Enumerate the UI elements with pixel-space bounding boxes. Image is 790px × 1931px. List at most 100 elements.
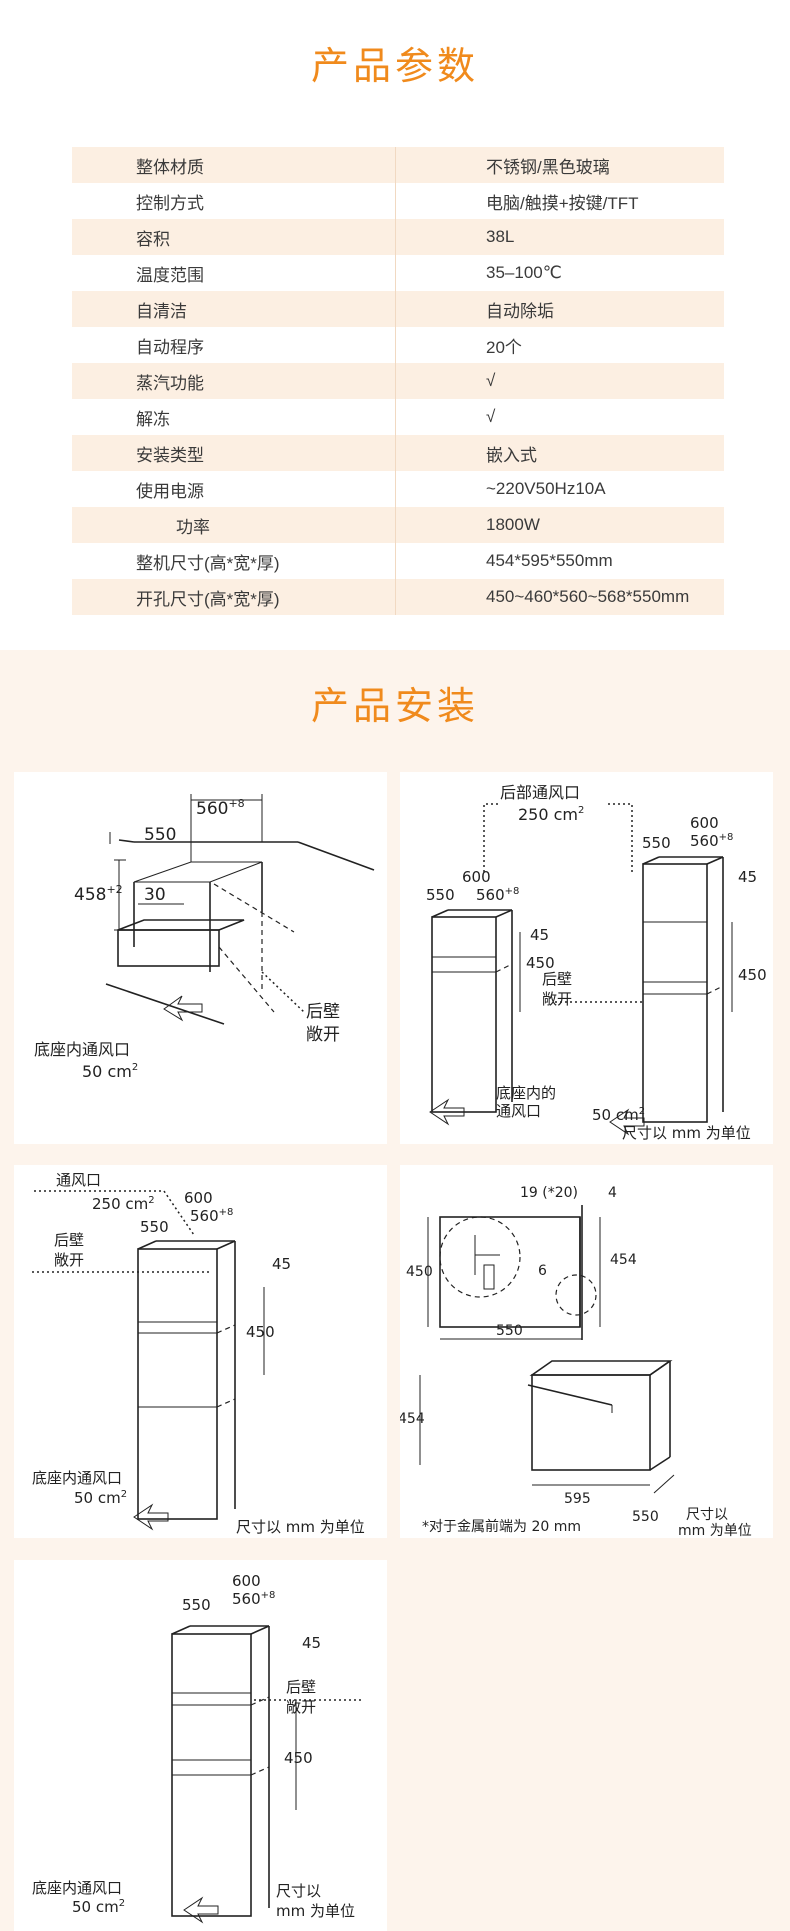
spec-value: 35–100℃	[486, 263, 562, 282]
tall-cabinet-middle-install-diagram: 600 560+8 550 45 450 后壁 敞开 底座内通风口 50 cm2…	[32, 1572, 364, 1924]
countertop-lines	[118, 839, 375, 871]
rear-wall-label: 后壁	[286, 1678, 316, 1696]
spec-table: 整体材质不锈钢/黑色玻璃 控制方式电脑/触摸+按键/TFT 容积 38L 温度范围…	[72, 147, 724, 615]
left-dim-450: 450	[526, 954, 555, 972]
dim-560: 560+8	[232, 1590, 275, 1608]
dim-600: 600	[232, 1572, 261, 1590]
rear-wall-label: 后壁	[542, 970, 572, 988]
rear-vent-area: 250 cm2	[518, 805, 584, 824]
spec-value: 自动除垢	[486, 301, 554, 321]
spec-key: 温度范围	[72, 255, 396, 291]
spec-row: 使用电源 ~220V50Hz10A	[72, 471, 724, 507]
spec-key: 功率	[72, 507, 396, 543]
dim-600: 600	[184, 1189, 213, 1207]
dim-6: 6	[538, 1263, 547, 1279]
dim-454b: 454	[400, 1411, 425, 1427]
spec-value: 20个	[486, 337, 522, 357]
spec-value: 嵌入式	[486, 445, 537, 465]
base-vent-label: 底座内的	[496, 1084, 556, 1102]
left-vent-arrow	[429, 1098, 465, 1126]
left-cabinet	[431, 909, 513, 1113]
base-vent-area: 50 cm2	[74, 1489, 127, 1507]
install-diagram-panel-1: 560+8 550 458+2 30 后壁 敞开 底座内通风口 50 cm2	[14, 772, 387, 1144]
rear-wall-label-2: 敞开	[306, 1025, 340, 1045]
rear-wall-label-2: 敞开	[54, 1251, 84, 1269]
right-cabinet	[642, 856, 724, 1123]
spec-value: 38L	[486, 227, 515, 246]
dim-4: 4	[608, 1185, 617, 1201]
spec-value: 450~460*560~568*550mm	[486, 587, 690, 606]
base-vent-label: 底座内通风口	[32, 1469, 122, 1487]
metal-front-note: *对于金属前端为 20 mm	[422, 1518, 581, 1535]
left-dim-45: 45	[530, 926, 549, 944]
right-dim-45: 45	[738, 868, 757, 886]
dim-550b: 550	[632, 1509, 659, 1525]
spec-key: 蒸汽功能	[72, 363, 396, 399]
spec-row: 容积 38L	[72, 219, 724, 255]
dim-454: 454	[610, 1252, 637, 1268]
spec-row: 解冻√	[72, 399, 724, 435]
spec-row: 温度范围 35–100℃	[72, 255, 724, 291]
install-diagram-panel-2: 后部通风口 250 cm2 600 560+8 550 45 450 600 5…	[400, 772, 773, 1144]
base-vent-label: 底座内通风口	[32, 1879, 122, 1897]
dim-560: 560+8	[196, 797, 245, 819]
spec-key: 安装类型	[72, 435, 396, 471]
dim-45: 45	[302, 1634, 321, 1652]
units-note-2: mm 为单位	[276, 1902, 355, 1920]
vent-arrow	[163, 995, 203, 1022]
right-dim-550: 550	[642, 834, 671, 852]
cutout-and-appliance-dimension-diagram: 19 (*20) 4 450 454 6 550 454 595 550 尺寸以…	[400, 1185, 752, 1538]
spec-row: 安装类型 嵌入式	[72, 435, 724, 471]
rear-wall-label: 后壁	[54, 1231, 84, 1249]
dim-45: 45	[272, 1255, 291, 1273]
spec-key: 整机尺寸(高*宽*厚)	[72, 543, 396, 579]
units-note-1: 尺寸以	[276, 1882, 321, 1900]
left-dim-560: 560+8	[476, 886, 519, 904]
cutout-side-view	[439, 1205, 597, 1340]
base-cabinet-cutout-diagram: 560+8 550 458+2 30 后壁 敞开 底座内通风口 50 cm2	[34, 794, 375, 1081]
tall-cabinet	[137, 1240, 236, 1520]
dim-450: 450	[406, 1264, 433, 1280]
base-vent-area: 50 cm2	[72, 1898, 125, 1916]
spec-value: √	[486, 371, 496, 390]
spec-key: 使用电源	[72, 471, 396, 507]
install-diagram-panel-3: 通风口 250 cm2 后壁 敞开 600 560+8 550 45 450 底…	[14, 1165, 387, 1538]
base-vent-label-2: 通风口	[496, 1102, 541, 1120]
spec-row: 控制方式电脑/触摸+按键/TFT	[72, 183, 724, 219]
tall-cabinet	[171, 1625, 270, 1917]
units-note: 尺寸以 mm 为单位	[236, 1518, 365, 1536]
spec-key: 容积	[72, 219, 396, 255]
base-vent-area: 50 cm2	[82, 1062, 138, 1081]
spec-row: 开孔尺寸(高*宽*厚)450~460*560~568*550mm	[72, 579, 724, 615]
spec-key: 自清洁	[72, 291, 396, 327]
vent-area: 250 cm2	[92, 1195, 155, 1213]
spec-key: 解冻	[72, 399, 396, 435]
dim-550: 550	[140, 1218, 169, 1236]
spec-value: 不锈钢/黑色玻璃	[486, 157, 610, 177]
right-dim-560: 560+8	[690, 832, 733, 850]
cutout-box	[133, 861, 295, 1013]
units-note-1: 尺寸以	[686, 1507, 728, 1523]
dim-550: 550	[496, 1323, 523, 1339]
spec-row: 整体材质不锈钢/黑色玻璃	[72, 147, 724, 183]
install-diagram-panel-5: 600 560+8 550 45 450 后壁 敞开 底座内通风口 50 cm2…	[14, 1560, 387, 1931]
dim-560: 560+8	[190, 1207, 233, 1225]
spec-row: 整机尺寸(高*宽*厚) 454*595*550mm	[72, 543, 724, 579]
dim-458: 458+2	[74, 883, 123, 905]
left-dim-600: 600	[462, 868, 491, 886]
right-vent-arrow	[609, 1108, 645, 1136]
vent-arrow	[133, 1503, 169, 1531]
spec-row: 蒸汽功能 √	[72, 363, 724, 399]
dim-550: 550	[182, 1596, 211, 1614]
vent-label: 通风口	[56, 1171, 101, 1189]
spec-value: 454*595*550mm	[486, 551, 613, 570]
appliance-front-view	[527, 1360, 673, 1471]
dim-595: 595	[564, 1491, 591, 1507]
spec-section-title: 产品参数	[310, 44, 479, 88]
spec-value: ~220V50Hz10A	[486, 479, 606, 498]
units-note: 尺寸以 mm 为单位	[622, 1124, 751, 1142]
dim-30: 30	[144, 885, 166, 905]
dim-450: 450	[284, 1749, 313, 1767]
